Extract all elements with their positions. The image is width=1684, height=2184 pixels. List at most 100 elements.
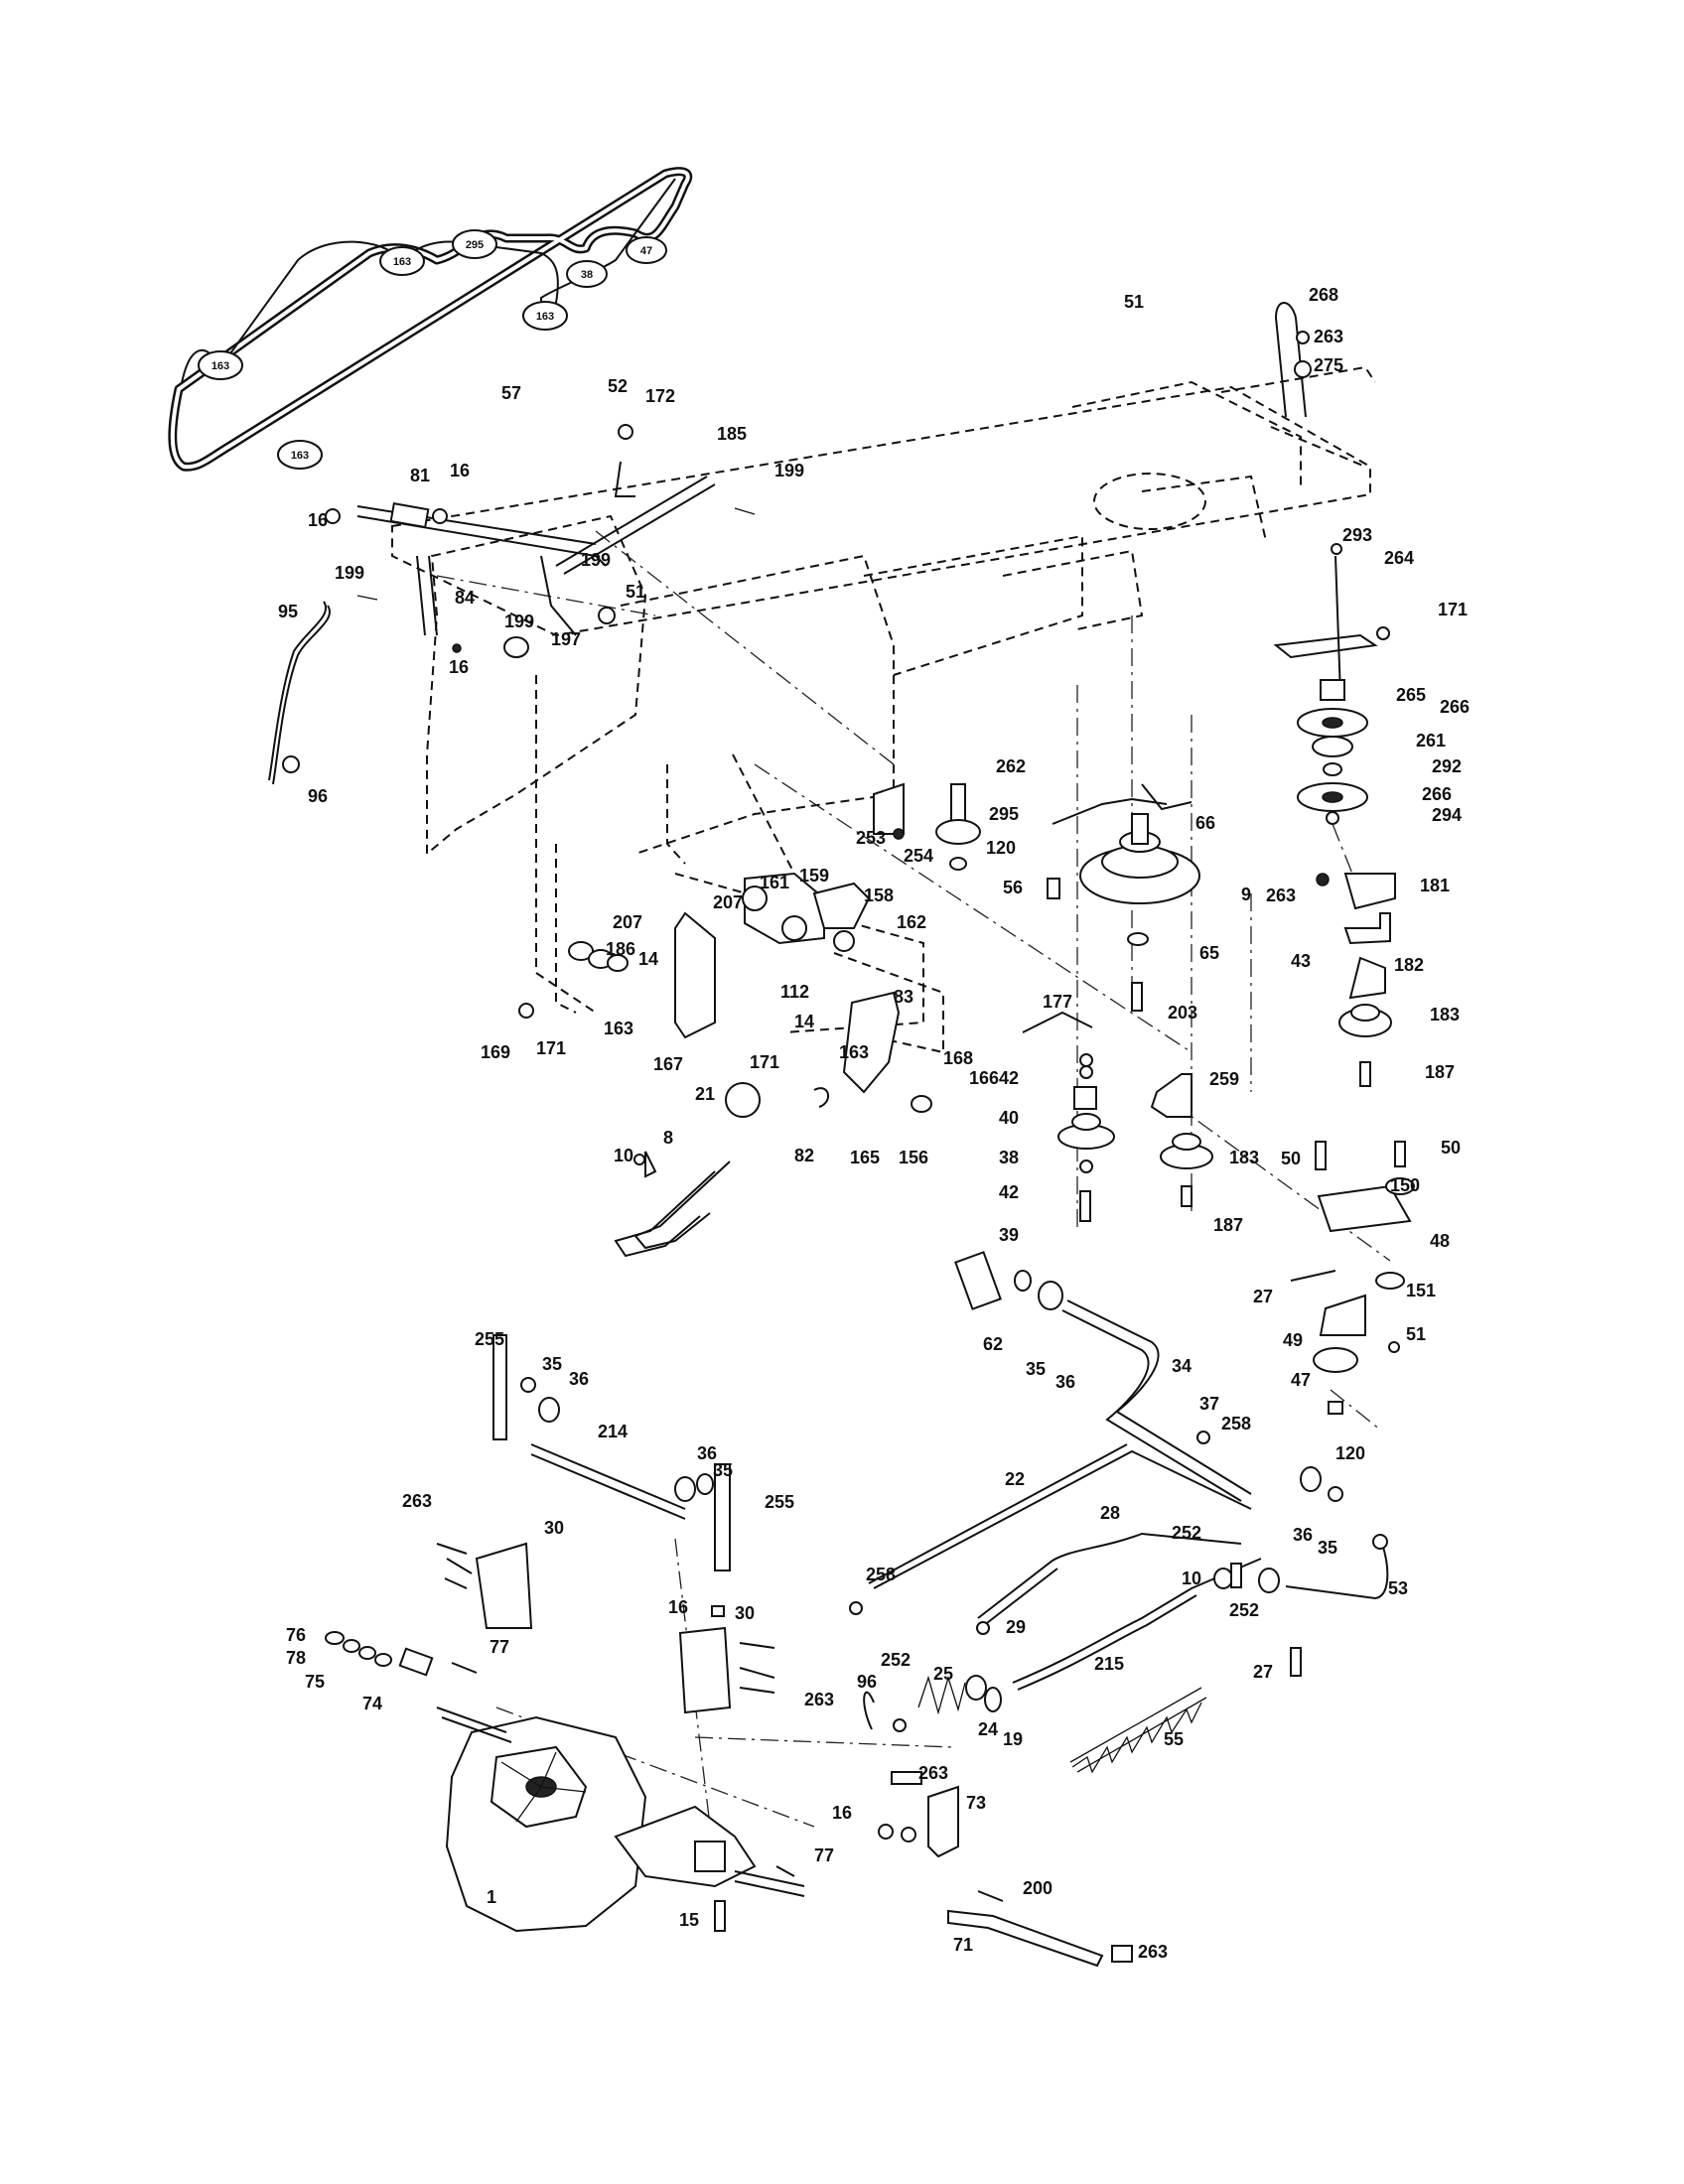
center-lines — [436, 530, 1391, 1867]
pulley-label: 38 — [581, 269, 593, 281]
part-number-label: 261 — [1416, 731, 1446, 751]
part-number-label: 177 — [1043, 992, 1072, 1012]
part-number-label: 24 — [978, 1719, 998, 1739]
part-number-label: 252 — [881, 1650, 911, 1670]
part-number-label: 36 — [1055, 1372, 1075, 1392]
belt-pulley: 38 — [566, 260, 608, 288]
part-number-label: 294 — [1432, 805, 1462, 825]
pulley-label: 163 — [536, 311, 554, 323]
part-number-label: 182 — [1394, 955, 1424, 975]
part-number-label: 30 — [544, 1518, 564, 1538]
part-number-label: 30 — [735, 1603, 755, 1623]
part-number-label: 9 — [1241, 885, 1251, 904]
belt-pulley: 295 — [452, 229, 497, 259]
part-number-label: 263 — [918, 1763, 948, 1783]
part-number-label: 50 — [1281, 1149, 1301, 1168]
part-number-label: 263 — [1138, 1942, 1168, 1962]
right-linkage — [1290, 1141, 1415, 1415]
part-number-label: 266 — [1440, 697, 1470, 717]
pulley-label: 163 — [211, 360, 229, 372]
part-number-label: 253 — [856, 828, 886, 848]
part-number-label: 51 — [1406, 1324, 1426, 1344]
part-number-label: 203 — [1168, 1003, 1197, 1023]
part-number-label: 215 — [1094, 1654, 1124, 1674]
part-number-label: 150 — [1390, 1175, 1420, 1195]
part-number-label: 268 — [1309, 285, 1338, 305]
part-number-label: 171 — [536, 1038, 566, 1058]
part-number-label: 169 — [481, 1042, 510, 1062]
part-number-label: 35 — [1318, 1538, 1337, 1558]
part-number-label: 255 — [765, 1492, 794, 1512]
part-number-label: 207 — [713, 892, 743, 912]
part-number-label: 266 — [1422, 784, 1452, 804]
shift-rods — [849, 1251, 1389, 1774]
part-number-label: 57 — [501, 383, 521, 403]
part-number-label: 22 — [1005, 1469, 1025, 1489]
part-number-label: 120 — [986, 838, 1016, 858]
part-number-label: 49 — [1283, 1330, 1303, 1350]
part-number-label: 262 — [996, 756, 1026, 776]
belt-pulley: 163 — [379, 246, 425, 276]
part-number-label: 50 — [1441, 1138, 1461, 1158]
part-number-label: 48 — [1430, 1231, 1450, 1251]
part-number-label: 159 — [799, 866, 829, 886]
part-number-label: 263 — [804, 1690, 834, 1709]
part-number-label: 27 — [1253, 1287, 1273, 1306]
part-number-label: 168 — [943, 1048, 973, 1068]
part-number-label: 10 — [1182, 1569, 1201, 1588]
part-number-label: 171 — [750, 1052, 779, 1072]
part-number-label: 27 — [1253, 1662, 1273, 1682]
part-number-label: 161 — [760, 873, 789, 892]
part-number-label: 275 — [1314, 355, 1343, 375]
part-number-label: 96 — [308, 786, 328, 806]
part-number-label: 254 — [904, 846, 933, 866]
part-number-label: 21 — [695, 1084, 715, 1104]
part-number-label: 171 — [1438, 600, 1468, 619]
part-number-label: 16 — [308, 510, 328, 530]
part-number-label: 186 — [606, 939, 635, 959]
part-number-label: 112 — [780, 982, 809, 1002]
part-number-label: 52 — [608, 376, 628, 396]
part-number-label: 51 — [1124, 292, 1144, 312]
part-number-label: 40 — [999, 1108, 1019, 1128]
part-number-label: 16 — [449, 657, 469, 677]
part-number-label: 265 — [1396, 685, 1426, 705]
pulley-label: 163 — [291, 450, 309, 462]
part-number-label: 16 — [832, 1803, 852, 1823]
part-number-label: 37 — [1199, 1394, 1219, 1414]
pulley-label: 163 — [393, 256, 411, 268]
part-number-label: 151 — [1406, 1281, 1436, 1300]
part-number-label: 75 — [305, 1672, 325, 1692]
part-number-label: 264 — [1384, 548, 1414, 568]
part-number-label: 252 — [1229, 1600, 1259, 1620]
part-number-label: 19 — [1003, 1729, 1023, 1749]
part-number-label: 74 — [362, 1694, 382, 1713]
part-number-label: 62 — [983, 1334, 1003, 1354]
part-number-label: 56 — [1003, 878, 1023, 897]
part-number-label: 120 — [1335, 1443, 1365, 1463]
part-number-label: 25 — [933, 1664, 953, 1684]
lower-transmission — [325, 1334, 1133, 1968]
part-number-label: 77 — [490, 1637, 509, 1657]
upper-linkage — [268, 424, 756, 785]
belt-pulley: 47 — [626, 236, 667, 264]
part-number-label: 28 — [1100, 1503, 1120, 1523]
part-number-label: 96 — [857, 1672, 877, 1692]
part-number-label: 187 — [1213, 1215, 1243, 1235]
part-number-label: 35 — [1026, 1359, 1046, 1379]
part-number-label: 8 — [663, 1128, 673, 1148]
center-pulleys — [873, 782, 1396, 1222]
part-number-label: 42 — [999, 1182, 1019, 1202]
part-number-label: 263 — [1266, 886, 1296, 905]
part-number-label: 258 — [1221, 1414, 1251, 1433]
part-number-label: 36 — [569, 1369, 589, 1389]
pulley-label: 295 — [466, 239, 484, 251]
pulley-label: 47 — [640, 245, 652, 257]
part-number-label: 82 — [794, 1146, 814, 1165]
part-number-label: 163 — [604, 1019, 633, 1038]
tractor-frame — [391, 365, 1376, 1054]
part-number-label: 39 — [999, 1225, 1019, 1245]
part-number-label: 65 — [1199, 943, 1219, 963]
part-number-label: 73 — [966, 1793, 986, 1813]
